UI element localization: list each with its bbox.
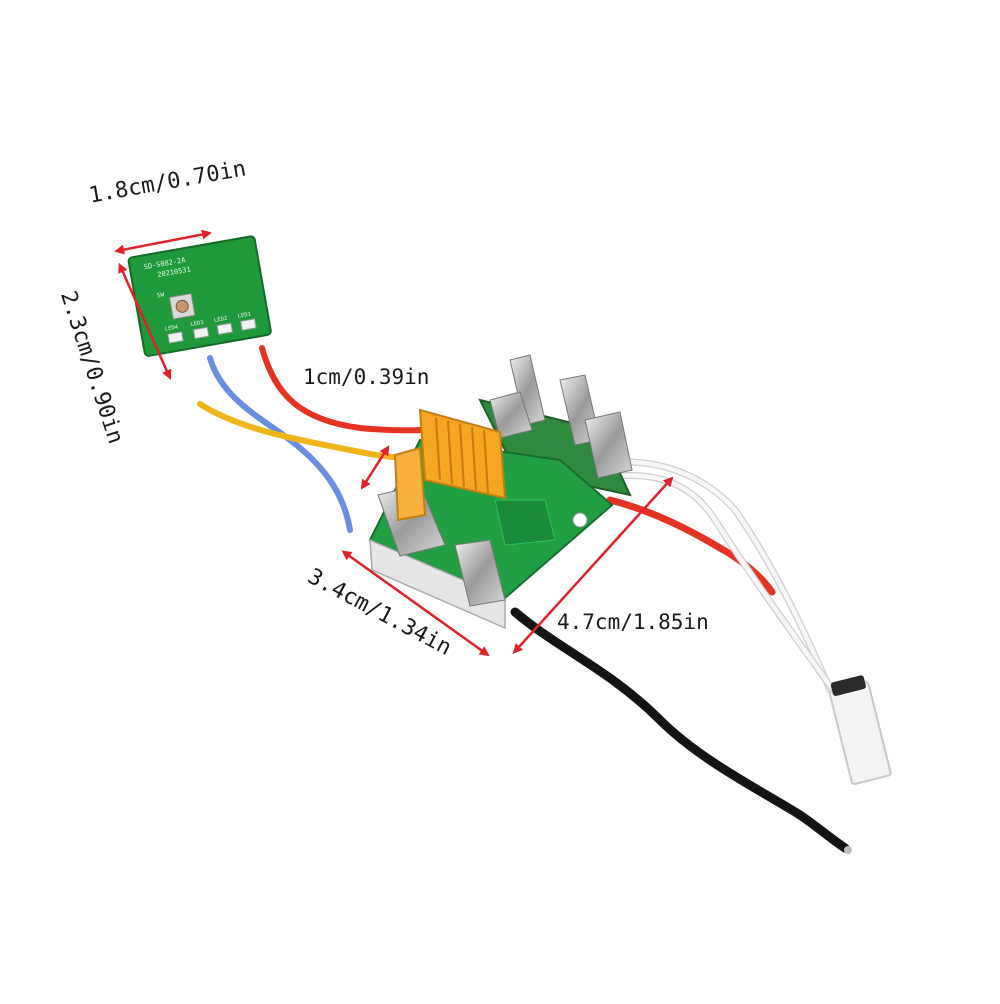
- led-label-3: LED3: [190, 320, 204, 328]
- mount-hole: [572, 512, 588, 528]
- double-arrow-icon: [114, 229, 212, 255]
- white-wire-1: [576, 458, 834, 694]
- long-red-wire: [606, 496, 776, 596]
- double-arrow-icon: [512, 476, 674, 654]
- double-arrow-icon: [360, 445, 390, 490]
- double-arrow-icon: [118, 262, 172, 380]
- orange-connector: [393, 408, 507, 522]
- led-3: [192, 326, 210, 340]
- double-arrow-icon: [341, 550, 490, 657]
- led-4: [167, 331, 184, 344]
- black-wire: [510, 607, 850, 853]
- led-label-1: LED1: [237, 312, 251, 320]
- thermistor: [828, 675, 892, 785]
- module-length-label: 4.7cm/1.85in: [557, 610, 709, 634]
- white-wire-1-core: [577, 459, 833, 693]
- wire-gap-label: 1cm/0.39in: [303, 365, 430, 389]
- push-button-icon: [175, 299, 189, 313]
- main-board: [368, 354, 633, 630]
- led-label-4: LED4: [164, 324, 179, 332]
- led-2: [216, 322, 234, 335]
- led-1: [240, 318, 257, 331]
- indicator-board: SD-S082-2A 20210531 SW LED4 LED3 LED2 LE…: [127, 235, 272, 357]
- yellow-wire: [197, 401, 413, 461]
- black-wire-tip: [844, 846, 852, 854]
- led-label-2: LED2: [214, 316, 228, 324]
